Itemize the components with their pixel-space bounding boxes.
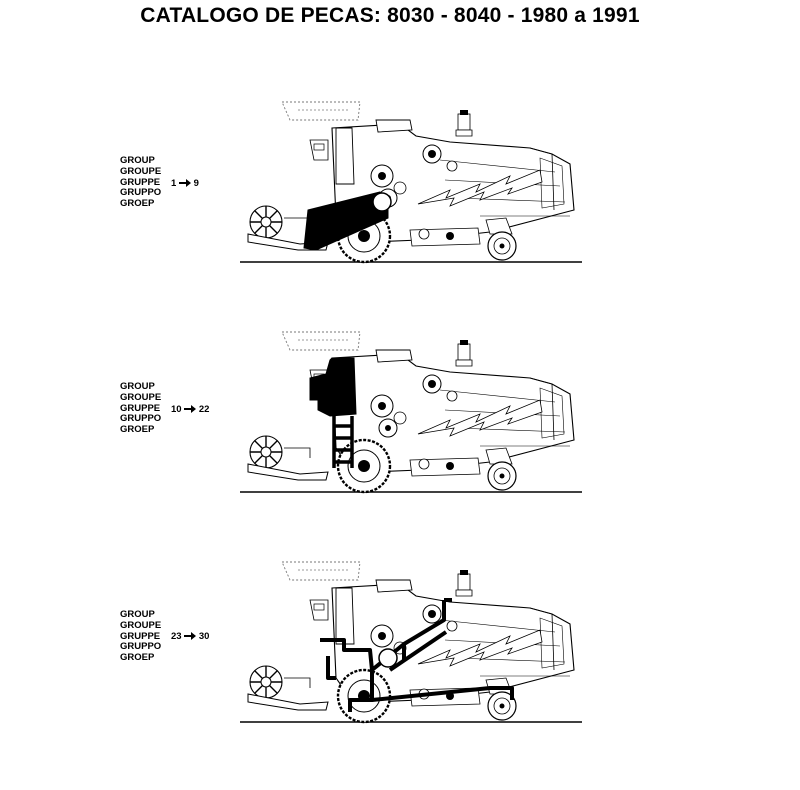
right-arrow-icon (184, 632, 197, 641)
range-from: 10 (171, 404, 182, 415)
group-label-nl: GROEP (120, 198, 155, 210)
highlight-ladder (332, 416, 354, 468)
group-labels: GROUP GROUPE GRUPPE GRUPPO GROEP (120, 381, 162, 436)
catalog-section-3: GROUP GROUPE GRUPPE GRUPPO GROEP 23 30 (0, 560, 800, 790)
catalog-section-1: GROUP GROUPE GRUPPE GRUPPO GROEP 1 9 (0, 100, 800, 330)
group-label-fr: GROUPE (120, 619, 162, 631)
group-label-fr: GROUPE (120, 391, 162, 403)
group-label-de: GRUPPE (120, 402, 161, 414)
range-to: 9 (193, 178, 199, 189)
combine-harvester-icon (240, 330, 584, 494)
group-range: 10 22 (171, 404, 209, 415)
range-to: 22 (198, 404, 210, 415)
right-arrow-icon (178, 179, 191, 188)
group-label-it: GRUPPO (120, 187, 162, 199)
group-label-en: GROUP (120, 609, 155, 620)
catalog-section-2: GROUP GROUPE GRUPPE GRUPPO GROEP 10 22 (0, 330, 800, 560)
combine-harvester-icon (240, 100, 584, 264)
group-label-it: GRUPPO (120, 413, 162, 425)
group-label-en: GROUP (120, 155, 155, 166)
group-label-nl: GROEP (120, 424, 155, 436)
range-from: 23 (171, 631, 182, 642)
combine-harvester-icon (240, 560, 584, 724)
group-label-en: GROUP (120, 381, 155, 392)
range-from: 1 (171, 178, 177, 189)
group-range: 1 9 (171, 178, 199, 189)
range-to: 30 (198, 631, 210, 642)
highlight-cab (309, 357, 357, 417)
group-range: 23 30 (171, 631, 209, 642)
page-title: CATALOGO DE PECAS: 8030 - 8040 - 1980 a … (140, 4, 640, 27)
highlight-feeder (303, 191, 389, 251)
group-label-it: GRUPPO (120, 641, 162, 653)
group-label-fr: GROUPE (120, 165, 162, 177)
group-label-nl: GROEP (120, 652, 155, 664)
group-label-de: GRUPPE (120, 176, 161, 188)
highlight-frame (320, 598, 514, 712)
right-arrow-icon (184, 405, 197, 414)
group-label-de: GRUPPE (120, 630, 161, 642)
group-labels: GROUP GROUPE GRUPPE GRUPPO GROEP (120, 155, 162, 210)
group-labels: GROUP GROUPE GRUPPE GRUPPO GROEP (120, 609, 162, 664)
